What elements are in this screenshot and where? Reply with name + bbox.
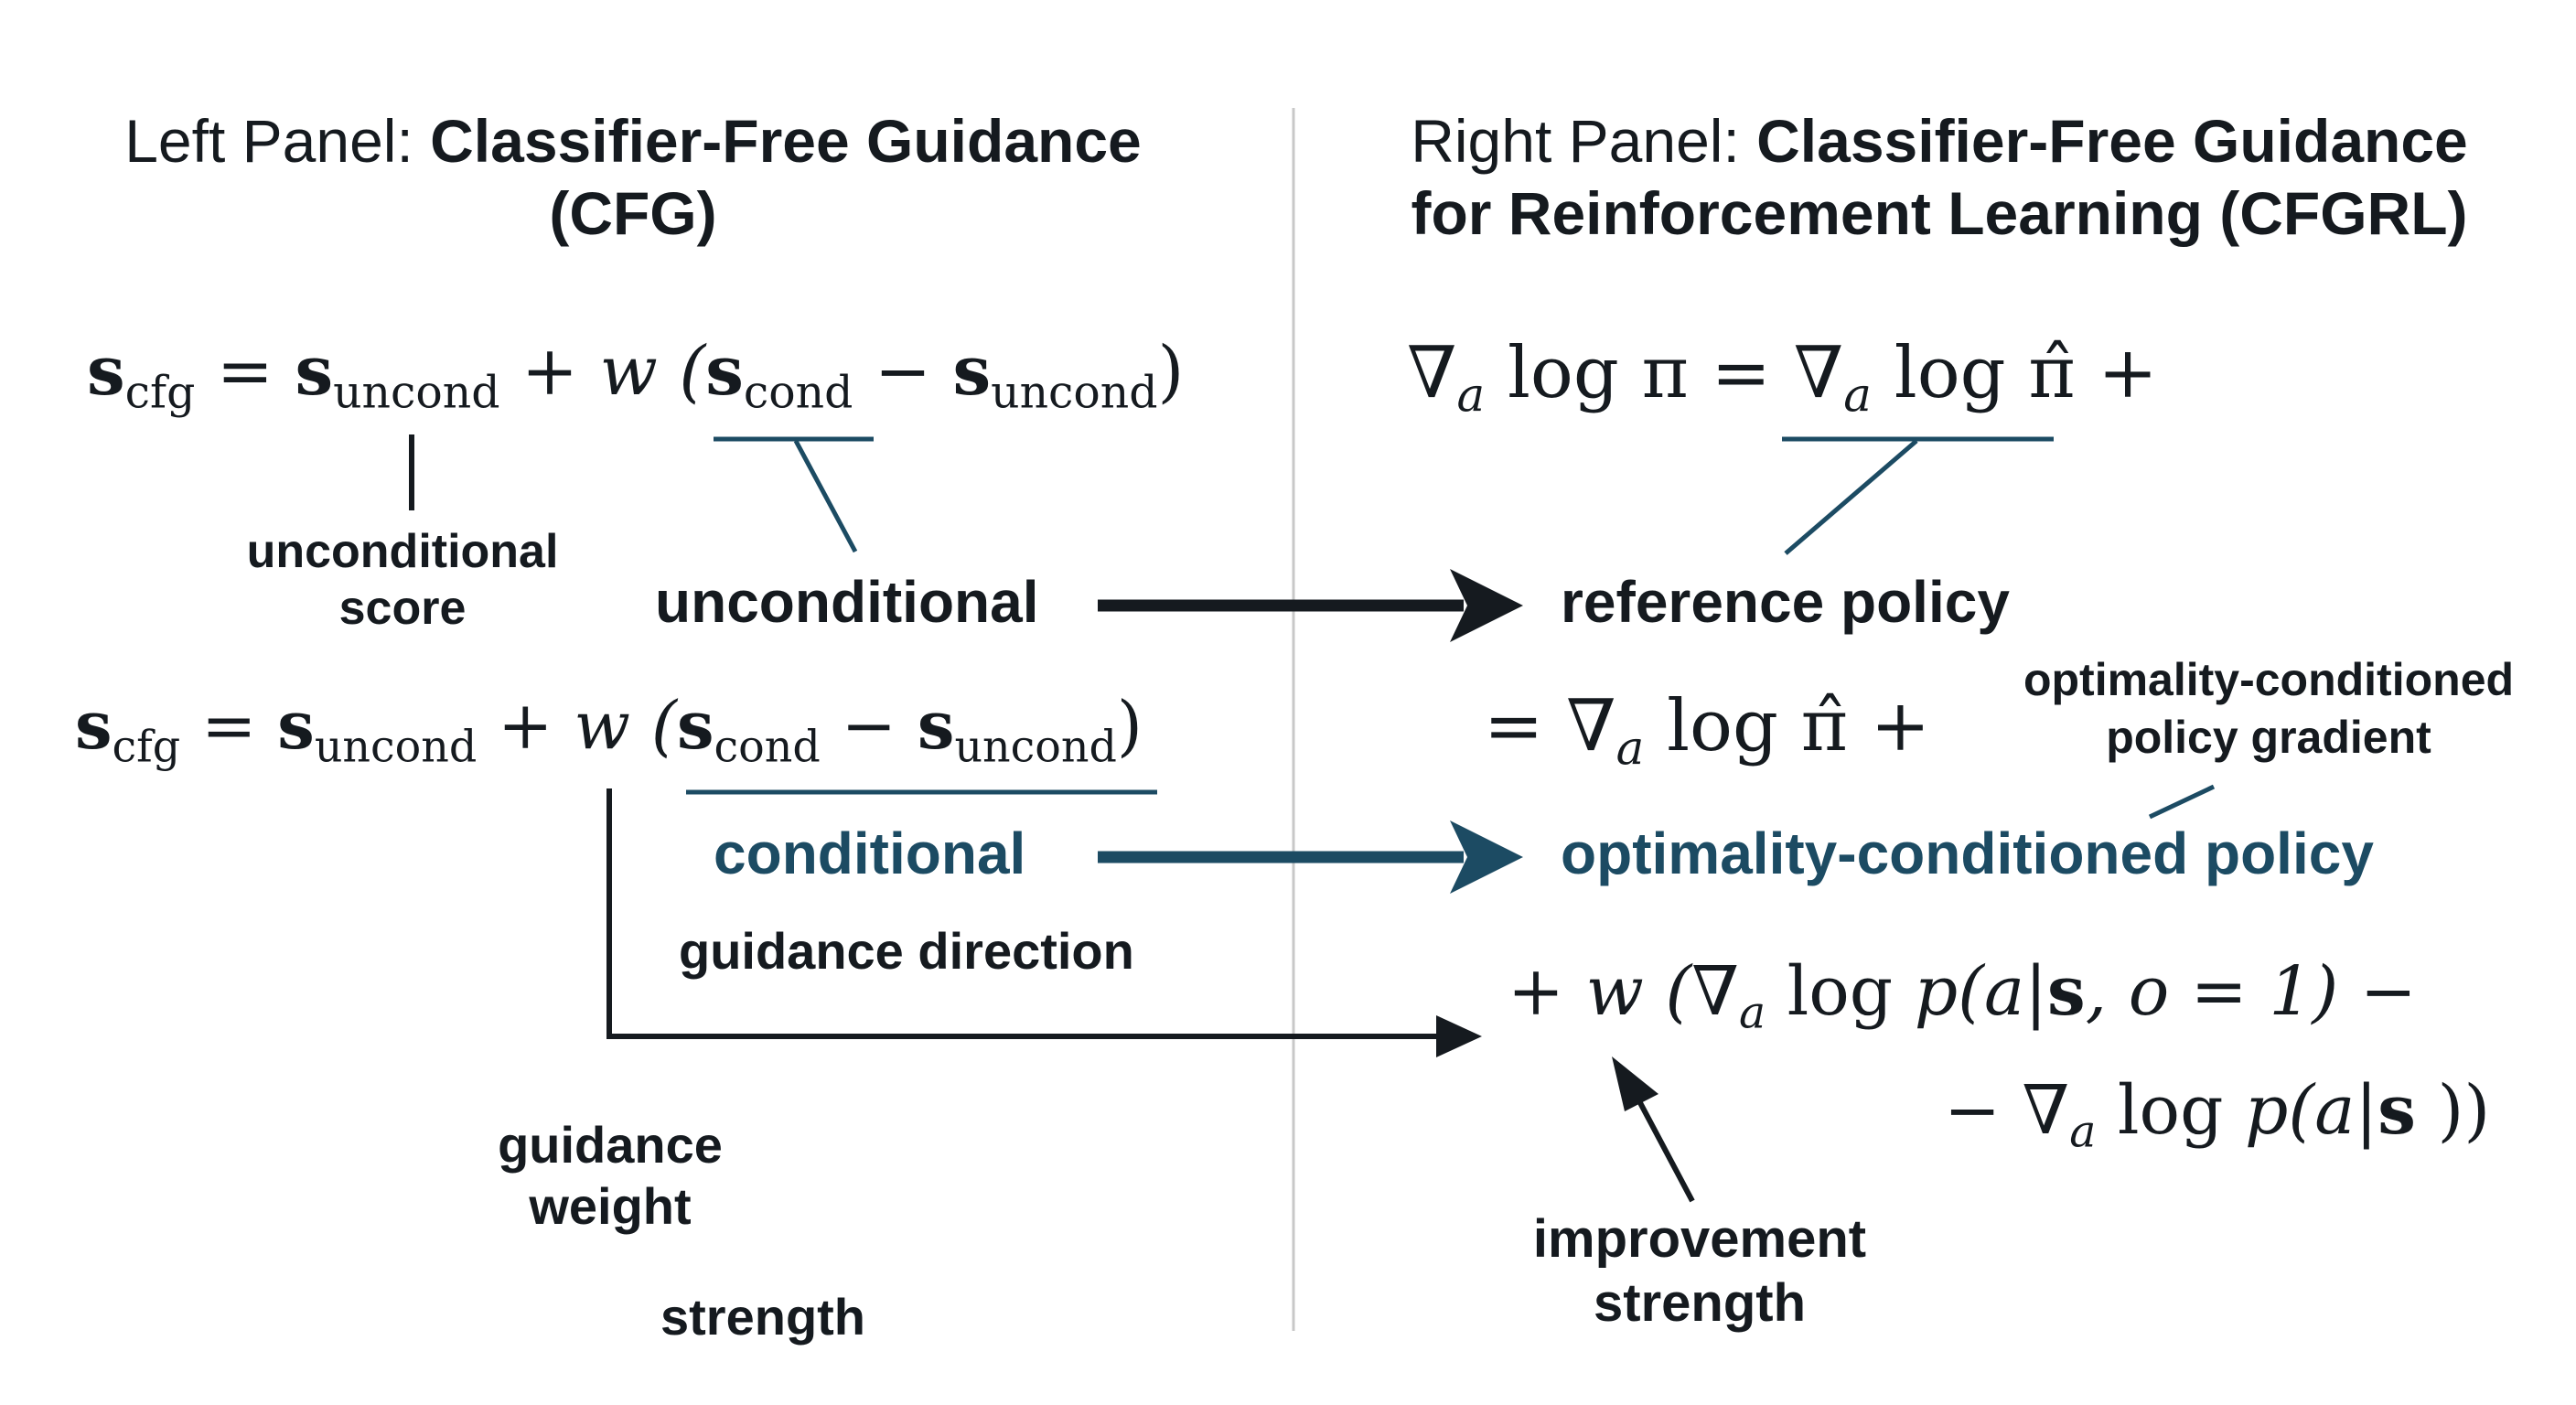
r-eq3-nabla: ∇	[1691, 952, 1739, 1031]
left-panel-title: Left Panel: Classifier-Free Guidance (CF…	[124, 105, 1142, 250]
eq2-lhs-symbol: s	[75, 686, 113, 764]
eq1-minus: −	[874, 332, 931, 411]
r-eq3-prefix: + w (	[1508, 952, 1692, 1031]
r-eq4-a: (a|	[2288, 1071, 2378, 1150]
opt-grad-line2: policy gradient	[2106, 711, 2431, 763]
eq2-minus: −	[841, 687, 897, 764]
r-eq4-rest: ))	[2415, 1071, 2491, 1150]
eq2-equals: =	[201, 687, 257, 764]
eq1-t3-sub: uncond	[991, 366, 1158, 419]
guidance-weight-line2: weight	[529, 1177, 692, 1236]
strength-label: strength	[660, 1288, 865, 1346]
eq1-equals: =	[216, 332, 274, 411]
improvement-line1: improvement	[1532, 1209, 1867, 1269]
eq1-t3-symbol: s	[952, 332, 992, 411]
guidance-direction-label: guidance direction	[679, 922, 1134, 980]
r-eq4-log: log	[2096, 1071, 2245, 1150]
eq2-t1-symbol: s	[277, 686, 315, 764]
arrow-weight-elbow	[606, 788, 1441, 1039]
r-eq4-prefix: −	[1944, 1071, 2023, 1150]
left-title-line2: (CFG)	[549, 179, 717, 248]
eq2-t2-sub: cond	[714, 722, 821, 773]
arrow-cond-to-opt-head	[1450, 820, 1523, 894]
r-eq4-sub: a	[2069, 1105, 2097, 1158]
unconditional-score-label: unconditional score	[247, 523, 559, 638]
eq2-close: )	[1116, 687, 1143, 764]
eq1-close: )	[1157, 332, 1185, 411]
left-title-bold: Classifier-Free Guidance	[430, 107, 1142, 175]
r-eq2-prefix: =	[1484, 685, 1567, 767]
guidance-weight-line1: guidance	[498, 1116, 723, 1174]
eq1-t1-symbol: s	[295, 332, 334, 411]
eq2-t3-sub: uncond	[954, 722, 1117, 773]
r-eq2-rest: log π̂ +	[1644, 685, 1931, 767]
r-eq4-s: s	[2377, 1071, 2416, 1150]
eq1-t2-sub: cond	[743, 366, 853, 419]
eq1-lhs-sub: cfg	[124, 366, 196, 419]
r-eq4-p: p	[2244, 1071, 2289, 1150]
arrow-improvement	[1635, 1096, 1695, 1203]
r-eq3-sub: a	[1738, 986, 1766, 1039]
r-eq3-p: p	[1914, 952, 1959, 1031]
reference-policy-label: reference policy	[1561, 569, 2010, 635]
r-eq3-s: s	[2047, 952, 2086, 1031]
arrow-improvement-head	[1612, 1056, 1658, 1111]
eq2-plus-w: + w (	[498, 687, 677, 764]
unconditional-label: unconditional	[655, 569, 1039, 635]
right-equation-3: + w (∇a log p(a|s, o = 1) −	[1508, 951, 2417, 1035]
r-eq1-rest: log π =	[1485, 332, 1794, 414]
conditional-label: conditional	[714, 820, 1026, 886]
improvement-line2: strength	[1593, 1272, 1806, 1333]
r-eq3-rest: , o = 1) −	[2085, 952, 2417, 1031]
arrow-weight-elbow-head	[1436, 1015, 1482, 1057]
eq2-t2-symbol: s	[677, 686, 714, 764]
arrow-uncond-to-ref-head	[1450, 569, 1523, 642]
r-eq2-nabla: ∇	[1566, 685, 1616, 767]
uncond-score-line1: unconditional	[246, 525, 559, 578]
r-eq1-sub: a	[1456, 368, 1486, 424]
r-eq1-rest2: log π̂ +	[1871, 332, 2158, 414]
cond-leader-1	[793, 439, 858, 553]
left-equation-2: scfg = suncond + w (scond − suncond)	[75, 686, 1143, 769]
right-equation-1: ∇a log π = ∇a log π̂ +	[1407, 331, 2158, 419]
eq1-lhs-symbol: s	[87, 332, 125, 411]
r-eq3-a: (a|	[1958, 952, 2047, 1031]
right-panel-title: Right Panel: Classifier-Free Guidance fo…	[1411, 105, 2468, 250]
ref-leader	[1784, 439, 1918, 555]
right-title-bold: Classifier-Free Guidance	[1756, 107, 2468, 175]
r-eq2-sub: a	[1615, 721, 1645, 777]
eq2-t3-symbol: s	[917, 686, 955, 764]
improvement-strength-label: improvement strength	[1533, 1207, 1866, 1335]
opt-grad-leader	[2148, 784, 2216, 820]
r-eq1-nabla: ∇	[1407, 332, 1457, 414]
uncond-score-line2: score	[338, 582, 467, 636]
guidance-weight-label: guidance weight	[498, 1114, 723, 1237]
optimality-conditioned-policy-label: optimality-conditioned policy	[1561, 820, 2374, 886]
eq2-t1-sub: uncond	[314, 722, 478, 773]
opt-policy-gradient-label: optimality-conditioned policy gradient	[2023, 651, 2514, 766]
right-equation-4: − ∇a log p(a|s ))	[1944, 1070, 2491, 1154]
right-title-prefix: Right Panel:	[1411, 107, 1757, 175]
left-title-prefix: Left Panel:	[124, 107, 431, 175]
left-equation-1: scfg = suncond + w (scond − suncond)	[87, 331, 1185, 415]
r-eq1-sub2: a	[1843, 368, 1872, 424]
opt-grad-line1: optimality-conditioned	[2023, 654, 2515, 705]
r-eq4-nabla: ∇	[2022, 1071, 2070, 1150]
eq1-plus-w: + w (	[521, 332, 706, 411]
right-equation-2: = ∇a log π̂ +	[1484, 684, 1931, 772]
right-title-line2: for Reinforcement Learning (CFGRL)	[1411, 179, 2468, 248]
eq1-t1-sub: uncond	[333, 366, 500, 419]
r-eq3-log: log	[1766, 952, 1915, 1031]
eq1-t2-symbol: s	[705, 332, 744, 411]
r-eq1-nabla2: ∇	[1793, 332, 1844, 414]
eq2-lhs-sub: cfg	[112, 722, 181, 773]
